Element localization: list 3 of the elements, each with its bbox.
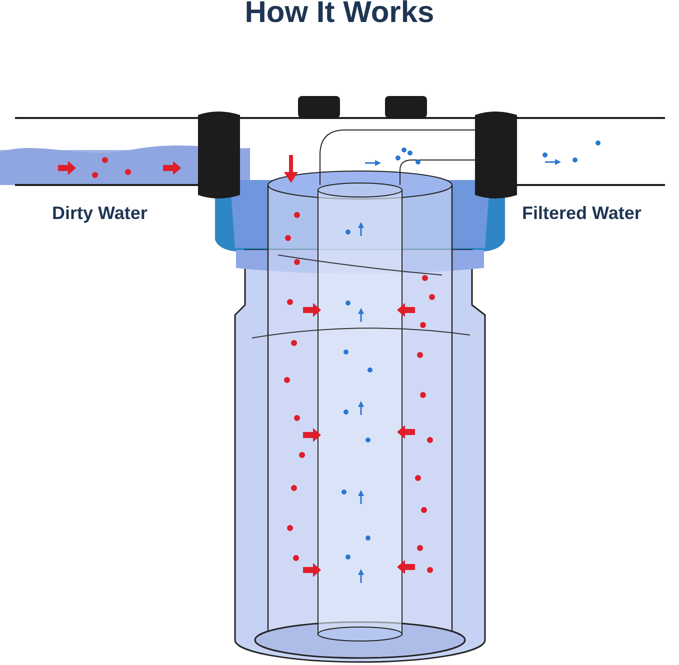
flow-label: Dirty Water	[52, 203, 148, 224]
title: How It Works	[244, 0, 436, 30]
flow-label: Filtered Water	[522, 203, 642, 224]
